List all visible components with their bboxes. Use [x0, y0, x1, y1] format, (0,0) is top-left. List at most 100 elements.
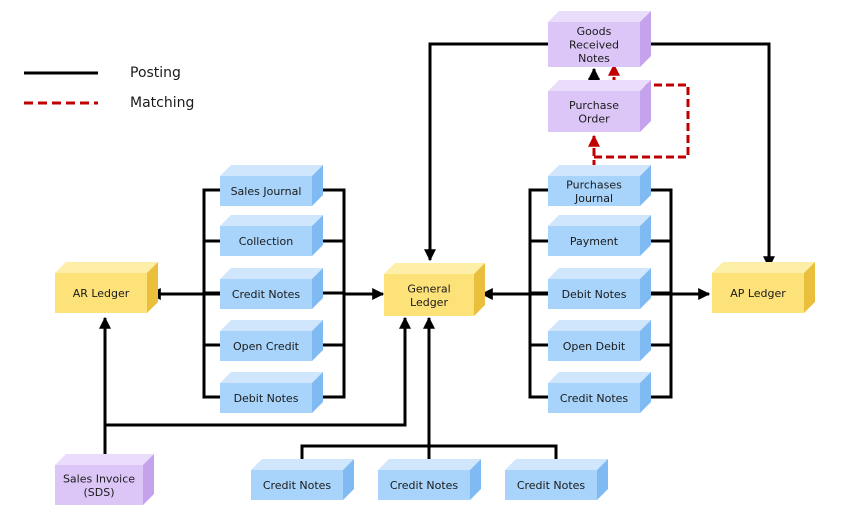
box-side-face: [597, 459, 608, 500]
box-top-face: [220, 165, 323, 176]
box-front-face: [548, 91, 640, 132]
box-side-face: [640, 80, 651, 132]
box-top-face: [378, 459, 481, 470]
box-label: Order: [578, 112, 610, 125]
box-ar-credit-notes: Credit Notes: [220, 268, 323, 309]
box-label: Open Credit: [233, 340, 300, 353]
box-open-credit: Open Credit: [220, 320, 323, 361]
box-top-face: [548, 320, 651, 331]
box-front-face: [220, 176, 312, 206]
box-top-face: [220, 268, 323, 279]
box-ar-ledger: AR Ledger: [55, 262, 158, 313]
box-label: Credit Notes: [232, 288, 301, 301]
box-ap-ledger: AP Ledger: [712, 262, 815, 313]
box-label: Ledger: [410, 296, 448, 309]
box-label: General: [407, 282, 450, 295]
legend-matching-label: Matching: [130, 95, 194, 111]
box-ap-credit-notes: Credit Notes: [548, 372, 651, 413]
box-top-face: [55, 262, 158, 273]
box-front-face: [548, 279, 640, 309]
box-top-face: [220, 372, 323, 383]
box-label: Received: [569, 39, 619, 52]
box-label: Credit Notes: [517, 479, 586, 492]
box-front-face: [548, 331, 640, 361]
pj-to-grn-match: [594, 63, 690, 159]
box-top-face: [548, 215, 651, 226]
box-side-face: [640, 165, 651, 206]
box-sales-journal: Sales Journal: [220, 165, 323, 206]
box-front-face: [251, 470, 343, 500]
box-label: Journal: [574, 192, 613, 205]
box-front-face: [220, 331, 312, 361]
box-front-face: [548, 226, 640, 256]
box-label: Purchases: [566, 178, 622, 191]
box-top-face: [220, 320, 323, 331]
box-label: Credit Notes: [263, 479, 332, 492]
box-top-face: [548, 165, 651, 176]
box-label: Open Debit: [563, 340, 626, 353]
box-front-face: [55, 273, 147, 313]
box-label: Sales Invoice: [63, 472, 135, 485]
box-side-face: [312, 268, 323, 309]
matching-lines: [588, 63, 690, 168]
box-side-face: [640, 215, 651, 256]
sdi-to-gl: [105, 316, 411, 427]
box-front-face: [220, 279, 312, 309]
box-side-face: [640, 372, 651, 413]
box-label: Credit Notes: [390, 479, 459, 492]
box-open-debit: Open Debit: [548, 320, 651, 361]
box-bottom-credit-notes-2: Credit Notes: [378, 459, 481, 500]
grn-to-gl: [424, 42, 548, 262]
box-bottom-credit-notes-3: Credit Notes: [505, 459, 608, 500]
box-payment: Payment: [548, 215, 651, 256]
box-side-face: [312, 320, 323, 361]
box-top-face: [384, 263, 485, 274]
box-label: Debit Notes: [562, 288, 627, 301]
box-top-face: [548, 11, 651, 22]
box-front-face: [378, 470, 470, 500]
box-front-face: [220, 226, 312, 256]
box-side-face: [640, 11, 651, 67]
posting-lines: [99, 42, 775, 462]
box-ap-debit-notes: Debit Notes: [548, 268, 651, 309]
box-side-face: [474, 263, 485, 316]
box-ar-debit-notes: Debit Notes: [220, 372, 323, 413]
box-side-face: [804, 262, 815, 313]
box-top-face: [251, 459, 354, 470]
box-label: Notes: [578, 52, 610, 65]
box-front-face: [548, 383, 640, 413]
box-side-face: [640, 268, 651, 309]
box-label: AR Ledger: [73, 287, 130, 300]
box-label: Purchase: [569, 99, 619, 112]
grn-to-ap-ledger: [642, 42, 775, 269]
box-side-face: [312, 165, 323, 206]
box-front-face: [220, 383, 312, 413]
box-top-face: [712, 262, 815, 273]
box-side-face: [343, 459, 354, 500]
box-top-face: [548, 268, 651, 279]
box-front-face: [548, 22, 640, 67]
box-label: Collection: [239, 235, 293, 248]
box-side-face: [143, 454, 154, 505]
box-side-face: [640, 320, 651, 361]
box-label: Goods: [577, 25, 612, 38]
box-label: Payment: [570, 235, 619, 248]
box-front-face: [505, 470, 597, 500]
box-front-face: [384, 274, 474, 316]
box-front-face: [548, 176, 640, 206]
legend-posting-label: Posting: [130, 65, 181, 81]
box-collection: Collection: [220, 215, 323, 256]
box-top-face: [220, 215, 323, 226]
box-side-face: [312, 215, 323, 256]
box-label: Debit Notes: [234, 392, 299, 405]
legend: Posting Matching: [24, 65, 194, 111]
box-sales-invoice: Sales Invoice(SDS): [55, 454, 154, 505]
box-side-face: [470, 459, 481, 500]
box-front-face: [55, 465, 143, 505]
